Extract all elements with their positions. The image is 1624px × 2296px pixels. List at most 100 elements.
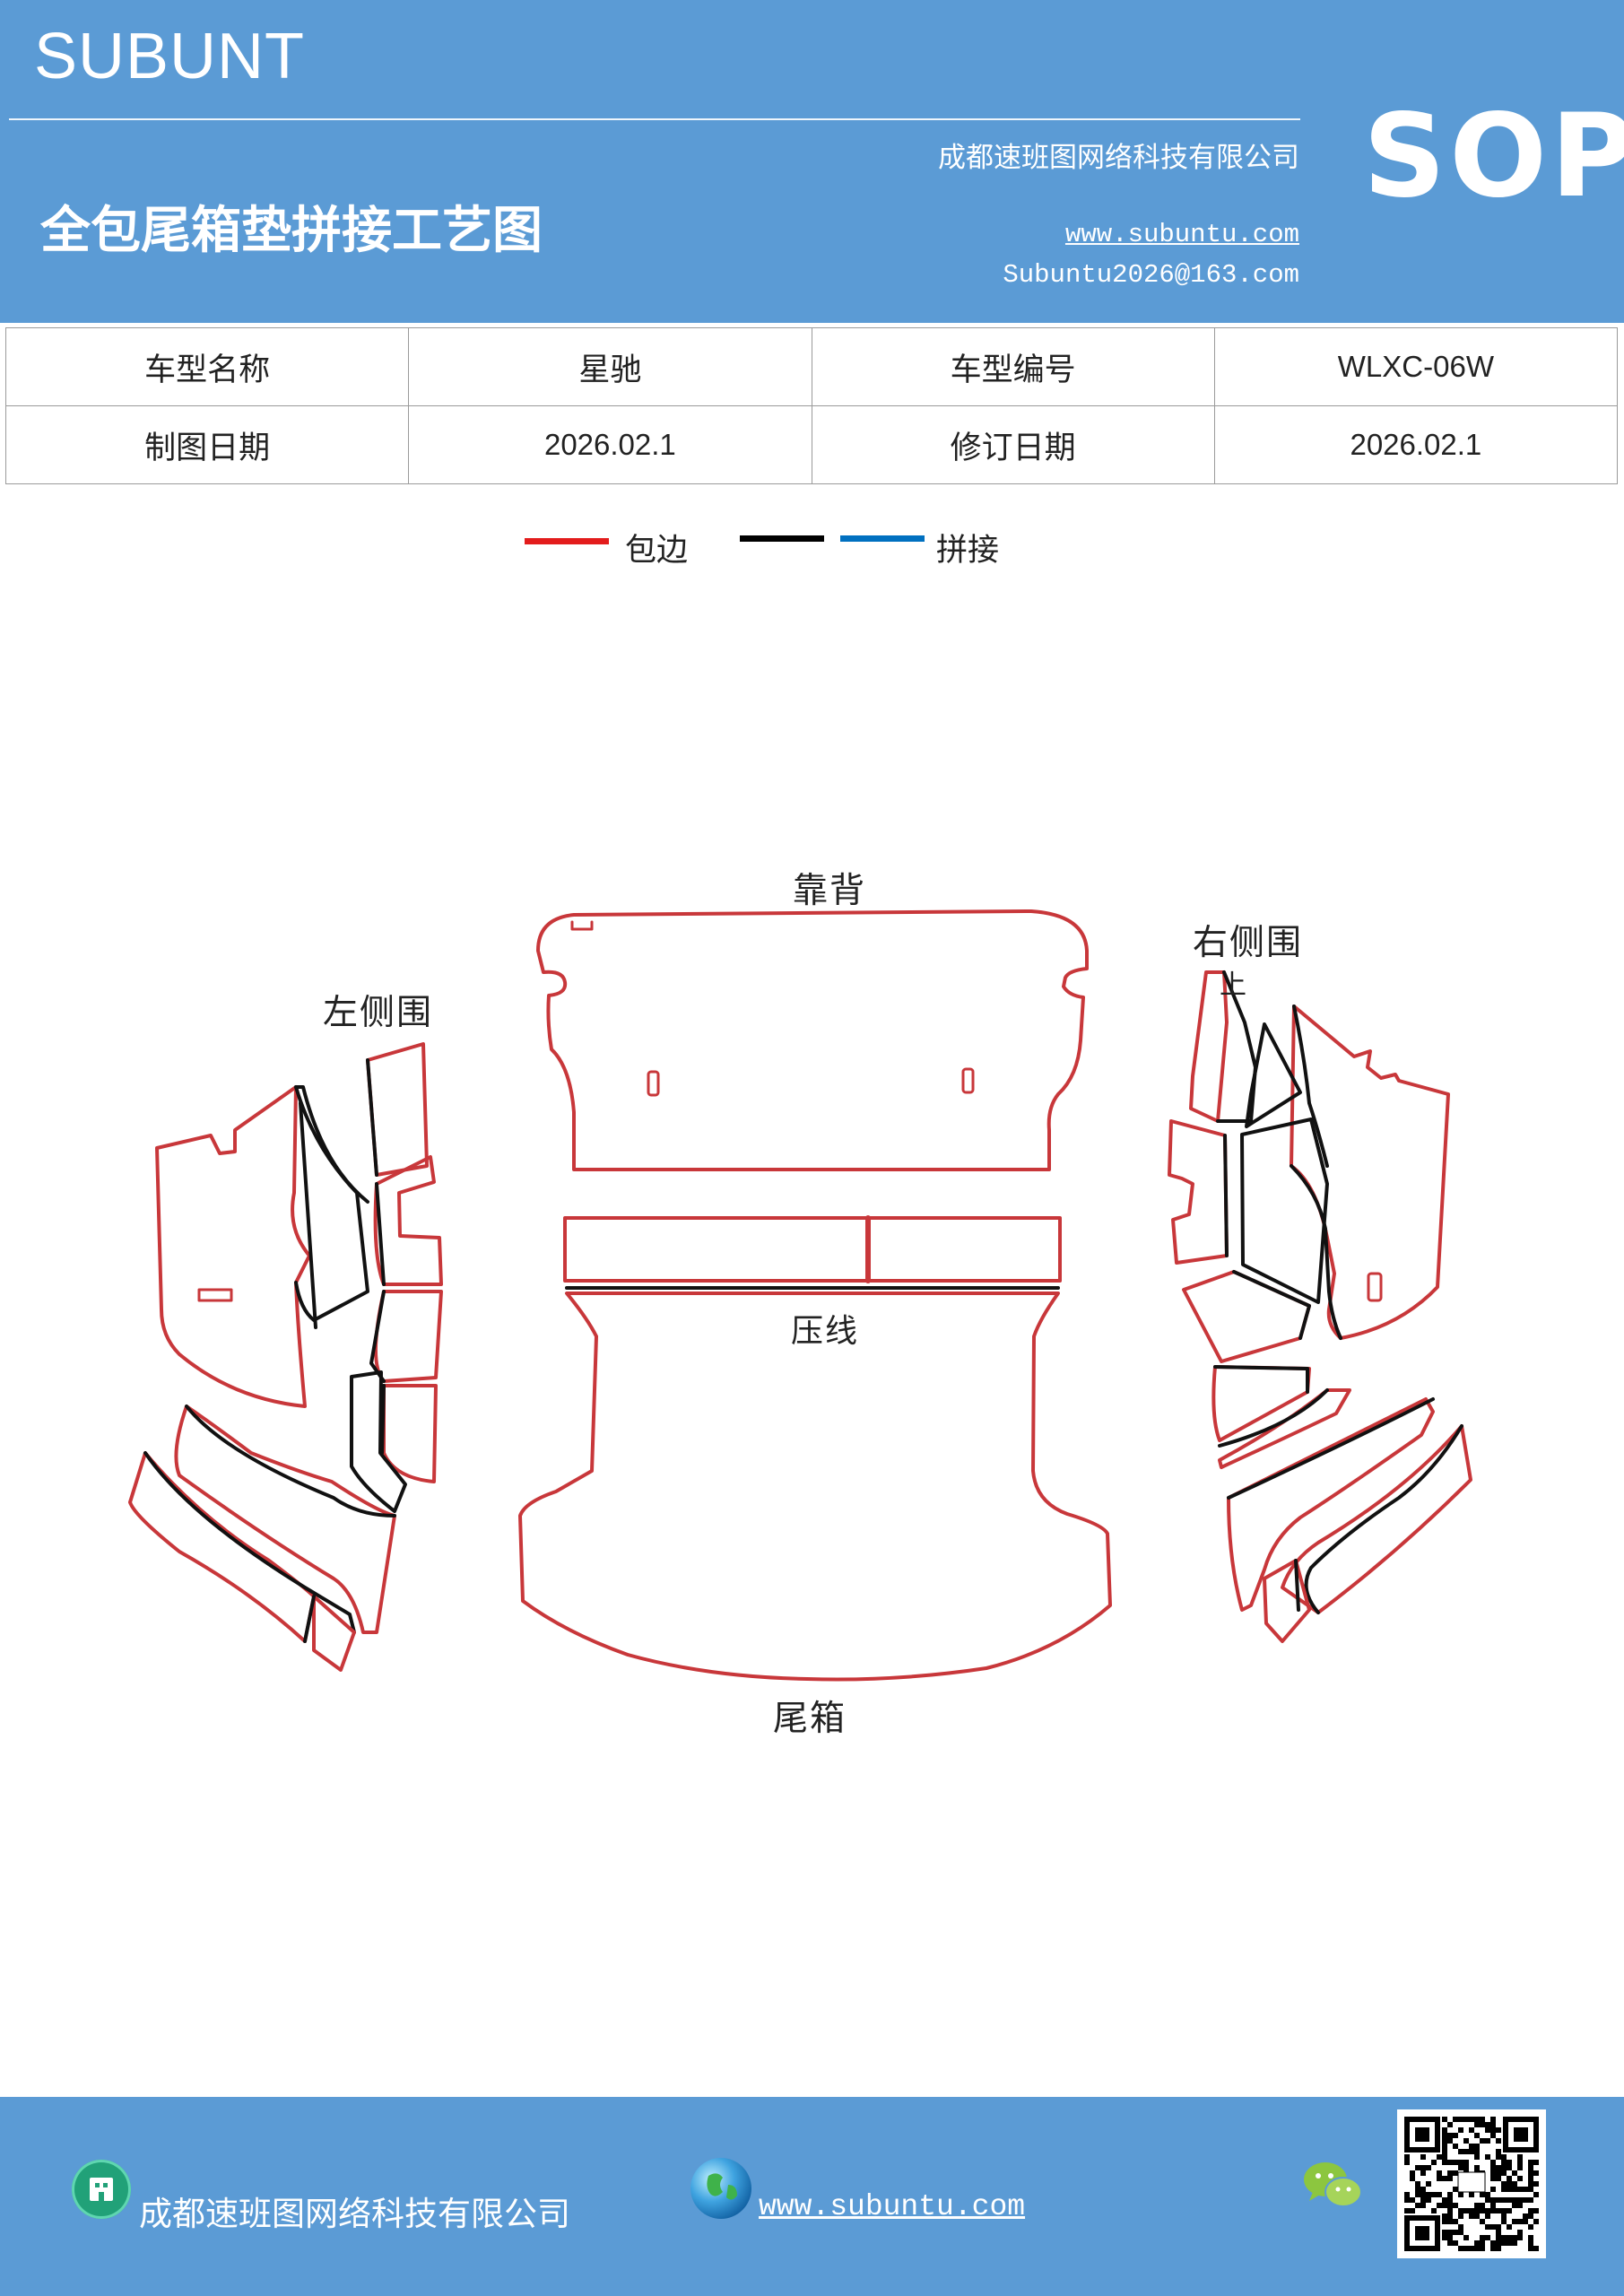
qr-module bbox=[1474, 2154, 1480, 2160]
qr-module bbox=[1442, 2176, 1447, 2181]
qr-module bbox=[1517, 2154, 1523, 2160]
qr-module bbox=[1469, 2149, 1474, 2154]
qr-module bbox=[1474, 2208, 1480, 2213]
qr-module bbox=[1474, 2122, 1480, 2127]
qr-module bbox=[1480, 2240, 1485, 2246]
qr-module bbox=[1420, 2192, 1426, 2197]
qr-module bbox=[1501, 2208, 1507, 2213]
qr-module bbox=[1447, 2213, 1453, 2219]
qr-module bbox=[1517, 2160, 1523, 2165]
press-line-label: 压线 bbox=[791, 1313, 860, 1350]
website-link[interactable]: www.subuntu.com bbox=[1064, 220, 1299, 249]
qr-module bbox=[1485, 2224, 1490, 2230]
qr-module bbox=[1517, 2235, 1523, 2240]
qr-module bbox=[1458, 2230, 1463, 2235]
qr-module bbox=[1447, 2176, 1453, 2181]
qr-module bbox=[1490, 2187, 1496, 2192]
qr-module bbox=[1463, 2246, 1469, 2251]
email-address: Subuntu2026@163.com bbox=[1003, 260, 1299, 290]
right-seam-a bbox=[1292, 1004, 1329, 1168]
qr-module bbox=[1431, 2160, 1437, 2165]
qr-module bbox=[1523, 2197, 1528, 2203]
qr-module bbox=[1453, 2187, 1458, 2192]
left-tip bbox=[312, 1595, 356, 1672]
qr-module bbox=[1496, 2235, 1501, 2240]
qr-module bbox=[1474, 2149, 1480, 2154]
qr-module bbox=[1463, 2235, 1469, 2240]
qr-module bbox=[1410, 2176, 1415, 2181]
qr-module bbox=[1404, 2208, 1410, 2213]
qr-module bbox=[1458, 2208, 1463, 2213]
qr-module bbox=[1480, 2122, 1485, 2127]
qr-module bbox=[1442, 2230, 1447, 2235]
model-code-value: WLXC-06W bbox=[1213, 327, 1619, 406]
qr-module bbox=[1474, 2240, 1480, 2246]
right-left-block bbox=[1168, 1119, 1229, 1265]
qr-module bbox=[1485, 2197, 1490, 2203]
qr-module bbox=[1469, 2144, 1474, 2149]
qr-module bbox=[1533, 2208, 1539, 2213]
sop-badge: SOP bbox=[1363, 90, 1624, 223]
qr-module bbox=[1442, 2127, 1447, 2133]
qr-module bbox=[1437, 2192, 1442, 2197]
footer-website-link[interactable]: www.subuntu.com bbox=[759, 2190, 1026, 2223]
qr-module bbox=[1442, 2133, 1447, 2138]
qr-module bbox=[1512, 2170, 1517, 2176]
qr-module bbox=[1453, 2117, 1458, 2122]
qr-module bbox=[1501, 2240, 1507, 2246]
qr-module bbox=[1485, 2213, 1490, 2219]
right-slot bbox=[1367, 1272, 1383, 1302]
qr-module bbox=[1453, 2133, 1458, 2138]
left-bottom-strip1 bbox=[174, 1405, 396, 1634]
qr-module bbox=[1480, 2246, 1485, 2251]
qr-module bbox=[1517, 2197, 1523, 2203]
qr-module bbox=[1528, 2187, 1533, 2192]
qr-module bbox=[1458, 2213, 1463, 2219]
qr-module bbox=[1501, 2154, 1507, 2160]
qr-module bbox=[1501, 2170, 1507, 2176]
qr-module bbox=[1507, 2208, 1512, 2213]
qr-module bbox=[1490, 2240, 1496, 2246]
qr-module bbox=[1463, 2117, 1469, 2122]
footer-company: 成都速班图网络科技有限公司 bbox=[139, 2195, 570, 2233]
draw-date-label: 制图日期 bbox=[4, 405, 410, 484]
qr-module bbox=[1496, 2149, 1501, 2154]
qr-module bbox=[1442, 2213, 1447, 2219]
left-bottom-seam1 bbox=[185, 1405, 396, 1518]
qr-module bbox=[1507, 2197, 1512, 2203]
qr-module bbox=[1496, 2208, 1501, 2213]
qr-module bbox=[1507, 2160, 1512, 2165]
qr-module bbox=[1501, 2197, 1507, 2203]
right-thin-strip bbox=[1218, 1388, 1351, 1469]
backrest-label: 靠背 bbox=[793, 871, 867, 911]
qr-module bbox=[1453, 2170, 1458, 2176]
qr-module bbox=[1447, 2170, 1453, 2176]
qr-module bbox=[1528, 2224, 1533, 2230]
qr-module bbox=[1480, 2235, 1485, 2240]
qr-module bbox=[1533, 2181, 1539, 2187]
qr-module bbox=[1512, 2197, 1517, 2203]
qr-module bbox=[1528, 2197, 1533, 2203]
qr-module bbox=[1501, 2165, 1507, 2170]
qr-module bbox=[1442, 2219, 1447, 2224]
right-thin-strip-seam bbox=[1218, 1388, 1329, 1448]
qr-module bbox=[1517, 2187, 1523, 2192]
qr-module bbox=[1512, 2240, 1517, 2246]
qr-module bbox=[1496, 2170, 1501, 2176]
globe-icon bbox=[690, 2158, 751, 2219]
qr-module bbox=[1469, 2192, 1474, 2197]
qr-module bbox=[1523, 2213, 1528, 2219]
qr-module bbox=[1474, 2133, 1480, 2138]
qr-module bbox=[1404, 2154, 1410, 2160]
qr-module bbox=[1469, 2117, 1474, 2122]
qr-module bbox=[1528, 2246, 1533, 2251]
qr-module bbox=[1485, 2138, 1490, 2144]
qr-module bbox=[1458, 2192, 1463, 2197]
qr-module bbox=[1490, 2170, 1496, 2176]
qr-module bbox=[1496, 2154, 1501, 2160]
legend-black-line bbox=[740, 535, 824, 542]
qr-module bbox=[1447, 2235, 1453, 2240]
qr-module bbox=[1501, 2181, 1507, 2187]
qr-module bbox=[1533, 2170, 1539, 2176]
qr-module bbox=[1463, 2138, 1469, 2144]
